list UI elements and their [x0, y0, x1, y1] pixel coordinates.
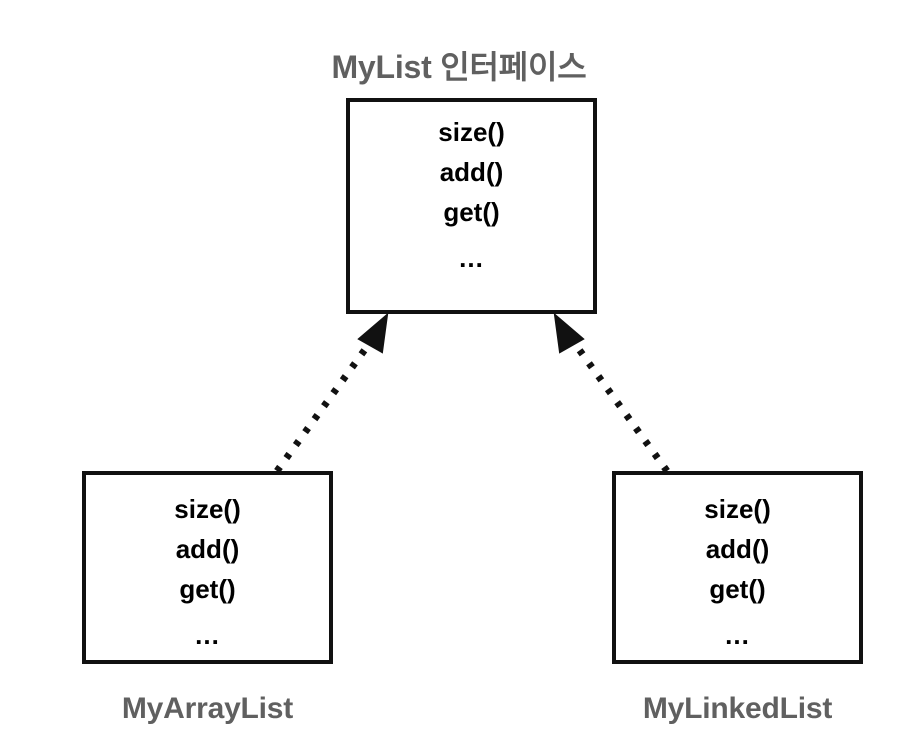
member-get: get(): [709, 574, 766, 604]
member-add: add(): [439, 157, 504, 187]
member-get: get(): [179, 574, 236, 604]
class-box-myarraylist[interactable]: size() add() get() ...: [82, 471, 333, 664]
member-get: get(): [443, 197, 500, 227]
diagram-title: MyList 인터페이스: [331, 49, 587, 85]
arrow-linkedlist-to-mylist: [553, 312, 670, 474]
member-list-myarraylist: size() add() get() ...: [86, 489, 329, 655]
class-box-mylinkedlist[interactable]: size() add() get() ...: [612, 471, 863, 664]
member-size: size(): [174, 494, 241, 524]
member-list-mylinkedlist: size() add() get() ...: [616, 489, 859, 655]
member-list-mylist: size() add() get() ...: [350, 112, 593, 278]
class-caption-mylinkedlist: MyLinkedList: [642, 692, 833, 725]
dotted-line: [567, 334, 670, 474]
member-add: add(): [705, 534, 770, 564]
member-ellipsis: ...: [725, 620, 750, 650]
solid-triangle-arrowhead-icon: [357, 312, 389, 354]
member-ellipsis: ...: [195, 620, 220, 650]
member-size: size(): [704, 494, 771, 524]
solid-triangle-arrowhead-icon: [553, 312, 585, 354]
member-size: size(): [438, 117, 505, 147]
class-box-mylist[interactable]: size() add() get() ...: [346, 98, 597, 314]
member-ellipsis: ...: [459, 243, 484, 273]
arrow-arraylist-to-mylist: [274, 312, 389, 474]
class-caption-myarraylist: MyArrayList: [121, 692, 294, 725]
dotted-line: [274, 334, 377, 474]
member-add: add(): [175, 534, 240, 564]
